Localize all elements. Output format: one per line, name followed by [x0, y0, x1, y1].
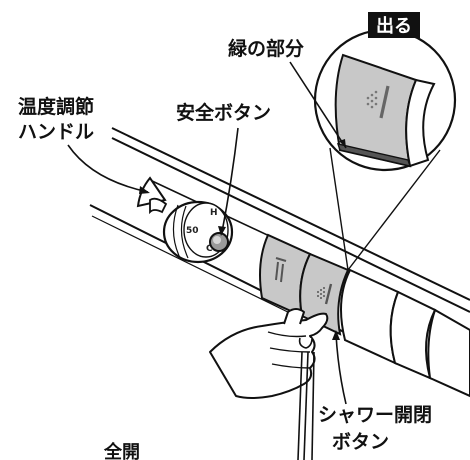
shower-button[interactable] — [299, 252, 350, 336]
label-full-open: 全開 — [103, 441, 140, 460]
leader-green-part — [289, 61, 347, 149]
pops-out-badge: 出る — [368, 12, 420, 38]
rail-cover-panels — [340, 268, 470, 398]
svg-text:出る: 出る — [376, 15, 412, 37]
tub-spout-icon — [275, 257, 287, 283]
supply-pipes — [297, 351, 315, 460]
label-shower-button-line1: シャワー開閉 — [318, 404, 432, 426]
leader-temperature-handle — [67, 144, 149, 193]
zoom-inset — [313, 28, 457, 271]
pressing-hand — [209, 308, 329, 399]
dial-mark-hot: H — [210, 208, 218, 218]
dial-mark-cold: C — [206, 244, 213, 254]
leader-shower-button — [335, 333, 347, 405]
dial-mark-fifty: 50 — [186, 226, 199, 236]
label-safety-button: 安全ボタン — [176, 101, 271, 124]
shower-icon — [317, 283, 333, 305]
label-temperature-handle-line2: ハンドル — [18, 121, 94, 143]
safety-button[interactable] — [209, 232, 229, 252]
inset-shower-icon — [366, 85, 390, 119]
leader-safety-button — [221, 127, 239, 233]
dial-stem — [149, 197, 168, 215]
label-green-part: 緑の部分 — [228, 37, 304, 60]
label-temperature-handle-line1: 温度調節 — [18, 95, 94, 118]
label-shower-button-line2: ボタン — [332, 431, 389, 453]
